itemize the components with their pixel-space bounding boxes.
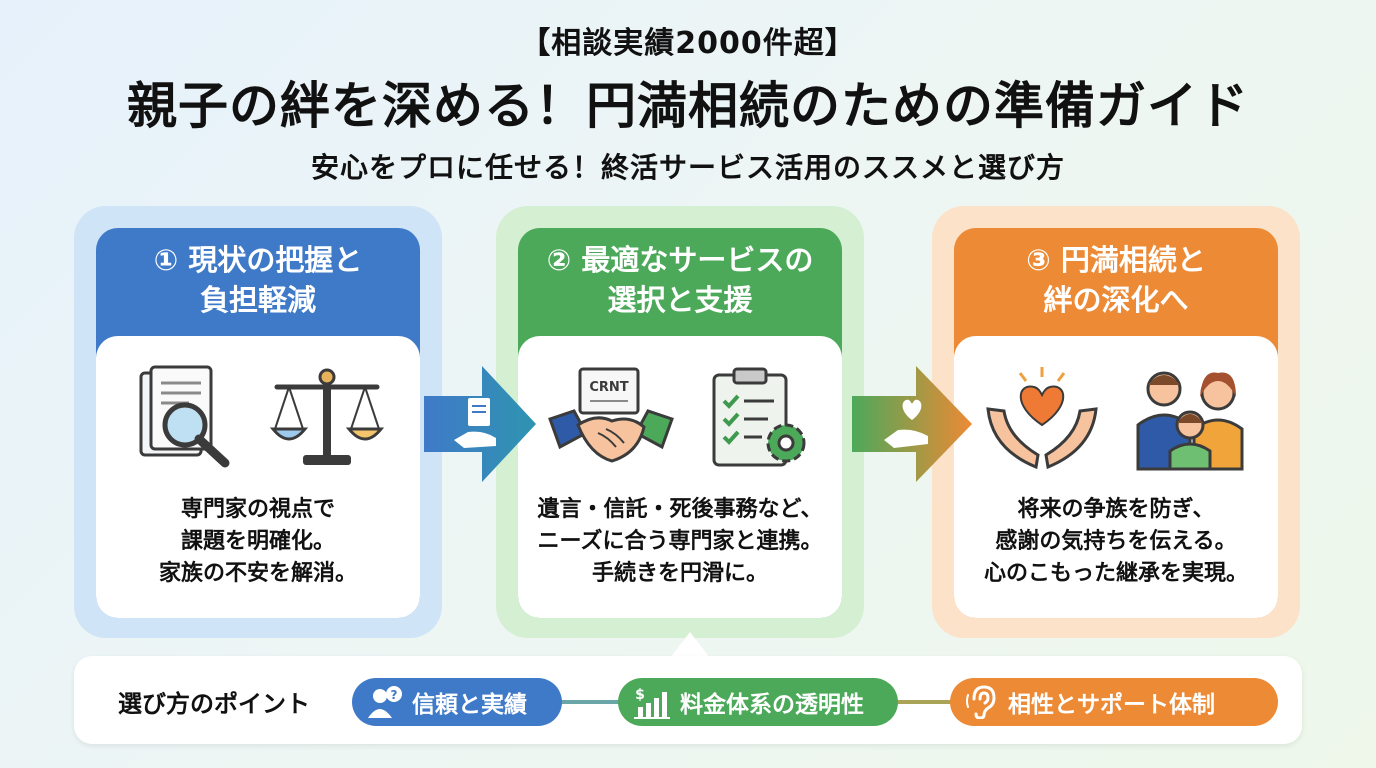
step-1-body: 専門家の視点で 課題を明確化。 家族の不安を解消。 [96, 336, 420, 618]
price-chart-icon: $ [634, 685, 670, 719]
svg-text:$: $ [635, 687, 645, 703]
step-1-to-2-arrow [424, 366, 536, 482]
step-2-title-line-1: ② 最適なサービスの [546, 243, 814, 277]
page-subtitle: 安心をプロに任せる！終活サービス活用のススメと選び方 [310, 151, 1065, 184]
step-1-desc-line-3: 家族の不安を解消。 [158, 561, 357, 586]
point-connector-2 [896, 700, 952, 704]
step-2-panel: ② 最適なサービスの 選択と支援 CRNT [496, 206, 864, 638]
step-1-description: 専門家の視点で 課題を明確化。 家族の不安を解消。 [96, 494, 420, 590]
step-2-desc-line-3: 手続きを円滑に。 [591, 561, 768, 586]
step-2-card: ② 最適なサービスの 選択と支援 CRNT [518, 228, 842, 618]
step-2-description: 遺言・信託・死後事務など、 ニーズに合う専門家と連携。 手続きを円滑に。 [518, 494, 842, 590]
person-question-icon: ? [368, 686, 402, 718]
points-bar-pointer [670, 632, 710, 658]
step-1-title-line-2: 負担軽減 [199, 283, 316, 317]
point-trust-record-label: 信頼と実績 [412, 692, 527, 718]
step-3-desc-line-3: 心のこもった継承を実現。 [983, 561, 1248, 586]
step-3-title-line-2: 絆の深化へ [1043, 283, 1189, 317]
selection-points-bar: 選び方のポイント ? 信頼と実績 $ 料金体系の透明性 [74, 656, 1302, 744]
point-fee-transparency-label: 料金体系の透明性 [680, 692, 864, 718]
document-hand-icon [454, 398, 496, 448]
step-3-icons [954, 358, 1278, 478]
step-2-to-3-arrow [852, 366, 972, 482]
ear-icon [966, 685, 998, 719]
document-label: CRNT [589, 380, 628, 395]
step-3-desc-line-1: 将来の争族を防ぎ、 [1017, 497, 1215, 522]
step-1-title-line-1: ① 現状の把握と [153, 243, 363, 277]
step-1-panel: ① 現状の把握と 負担軽減 [74, 206, 442, 638]
point-connector-1 [560, 700, 620, 704]
point-compatibility-support-label: 相性とサポート体制 [1008, 692, 1215, 718]
tagline: 【相談実績2000件超】 [520, 26, 856, 61]
point-trust-record: ? 信頼と実績 [352, 678, 562, 726]
step-3-card: ③ 円満相続と 絆の深化へ [954, 228, 1278, 618]
step-1-desc-line-2: 課題を明確化。 [180, 529, 335, 554]
step-1-icons [96, 358, 420, 478]
balance-scale-icon [269, 368, 385, 465]
step-3-desc-line-2: 感謝の気持ちを伝える。 [995, 529, 1237, 554]
step-2-desc-line-1: 遺言・信託・死後事務など、 [537, 497, 823, 522]
step-3-description: 将来の争族を防ぎ、 感謝の気持ちを伝える。 心のこもった継承を実現。 [954, 494, 1278, 590]
heart-hand-icon [884, 399, 928, 448]
step-3-title-line-1: ③ 円満相続と [1026, 243, 1206, 277]
step-1-title: ① 現状の把握と 負担軽減 [96, 240, 420, 320]
step-3-panel: ③ 円満相続と 絆の深化へ [932, 206, 1300, 638]
point-fee-transparency: $ 料金体系の透明性 [618, 678, 898, 726]
step-2-title-line-2: 選択と支援 [607, 283, 753, 317]
svg-text:?: ? [391, 688, 398, 702]
step-3-body: 将来の争族を防ぎ、 感謝の気持ちを伝える。 心のこもった継承を実現。 [954, 336, 1278, 618]
step-1-card: ① 現状の把握と 負担軽減 [96, 228, 420, 618]
step-2-icons: CRNT [518, 358, 842, 478]
handshake-icon: CRNT [548, 367, 674, 463]
step-2-title: ② 最適なサービスの 選択と支援 [518, 240, 842, 320]
family-icon [1136, 371, 1244, 471]
step-3-title: ③ 円満相続と 絆の深化へ [954, 240, 1278, 320]
heart-hands-icon [986, 367, 1098, 470]
point-compatibility-support: 相性とサポート体制 [950, 678, 1278, 726]
step-2-body: CRNT [518, 336, 842, 618]
document-search-icon [139, 365, 230, 468]
step-2-desc-line-2: ニーズに合う専門家と連携。 [537, 529, 823, 554]
selection-points-label: 選び方のポイント [118, 690, 310, 718]
page-title: 親子の絆を深める！円満相続のための準備ガイド [127, 77, 1249, 135]
checklist-gear-icon [712, 367, 806, 467]
step-1-desc-line-1: 専門家の視点で [180, 497, 335, 522]
